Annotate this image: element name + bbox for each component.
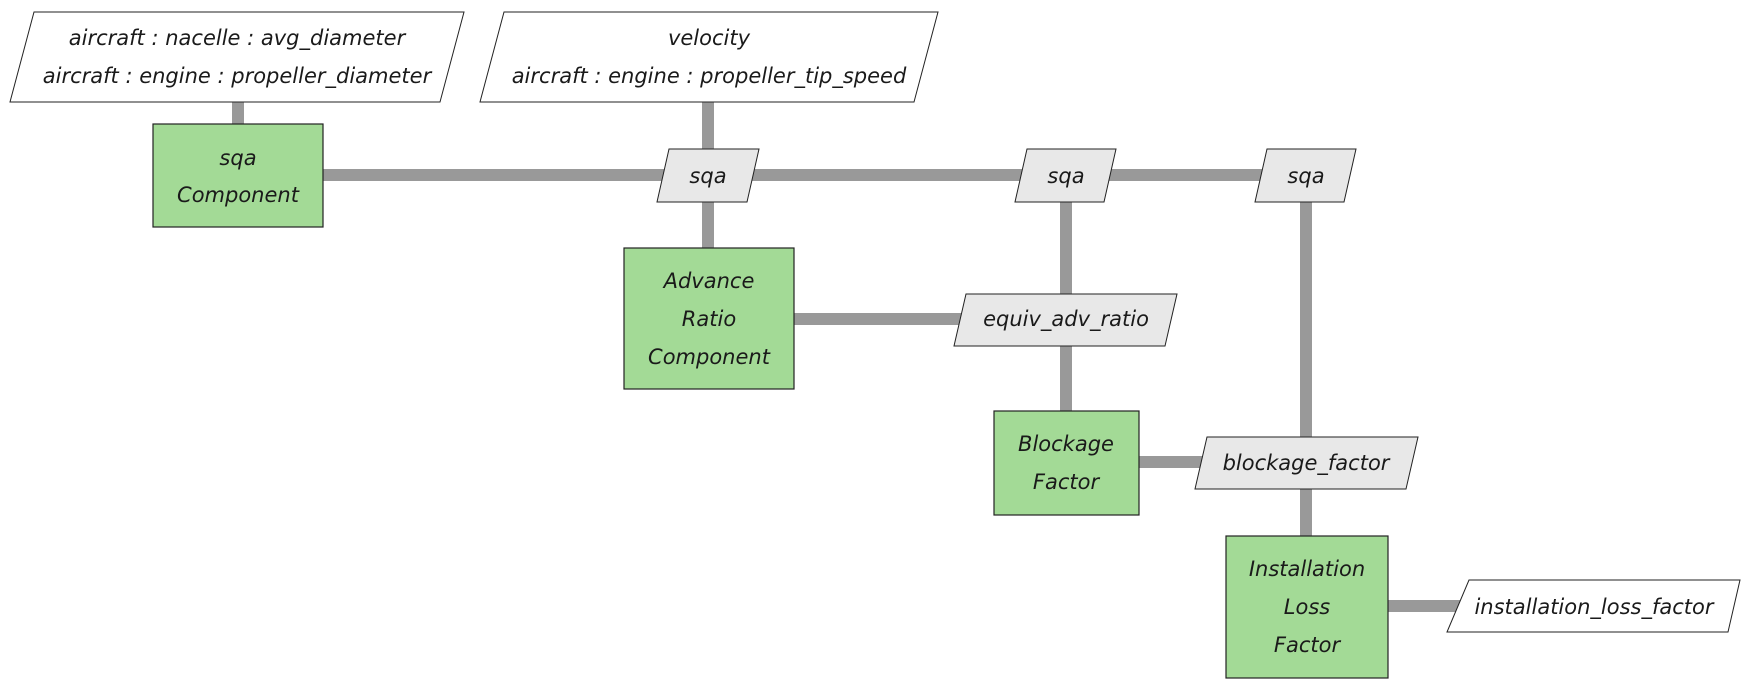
component-blockage-factor-line1: Blockage <box>1018 432 1114 456</box>
input-nacelle-line1: aircraft : nacelle : avg_diameter <box>69 26 407 51</box>
component-installation-line3: Factor <box>1274 633 1342 657</box>
component-sqa: sqa Component <box>152 123 324 228</box>
component-blockage-factor-line2: Factor <box>1033 470 1101 494</box>
input-nacelle-line2: aircraft : engine : propeller_diameter <box>43 64 433 89</box>
component-installation-line2: Loss <box>1284 595 1330 619</box>
output-installation-loss-factor: installation_loss_factor <box>1446 579 1741 633</box>
variable-blockage-factor-label: blockage_factor <box>1223 451 1391 476</box>
component-advance-ratio-line2: Ratio <box>682 307 736 331</box>
component-advance-ratio: Advance Ratio Component <box>623 247 795 390</box>
input-velocity-line1: velocity <box>668 26 751 50</box>
component-installation-loss-factor: Installation Loss Factor <box>1225 535 1389 679</box>
variable-sqa-3-label: sqa <box>1287 164 1324 188</box>
connectors <box>232 102 1460 612</box>
output-installation-loss-factor-label: installation_loss_factor <box>1474 595 1714 620</box>
variable-sqa-2: sqa <box>1014 148 1117 203</box>
component-advance-ratio-line1: Advance <box>662 269 755 293</box>
variable-sqa-3: sqa <box>1254 148 1357 203</box>
variable-sqa-1: sqa <box>656 148 760 203</box>
input-velocity-line2: aircraft : engine : propeller_tip_speed <box>512 64 907 89</box>
variable-equiv-adv-ratio: equiv_adv_ratio <box>953 293 1178 347</box>
variable-blockage-factor: blockage_factor <box>1194 436 1419 490</box>
component-blockage-factor: Blockage Factor <box>993 410 1140 516</box>
input-velocity-tip-speed: velocity aircraft : engine : propeller_t… <box>479 11 939 103</box>
input-nacelle-diameters: aircraft : nacelle : avg_diameter aircra… <box>9 11 465 103</box>
component-sqa-line1: sqa <box>219 146 256 170</box>
variable-sqa-1-label: sqa <box>689 164 726 188</box>
component-advance-ratio-line3: Component <box>648 345 771 369</box>
component-sqa-line2: Component <box>177 183 300 207</box>
variable-sqa-2-label: sqa <box>1047 164 1084 188</box>
variable-equiv-adv-ratio-label: equiv_adv_ratio <box>983 307 1149 332</box>
component-installation-line1: Installation <box>1249 557 1365 581</box>
